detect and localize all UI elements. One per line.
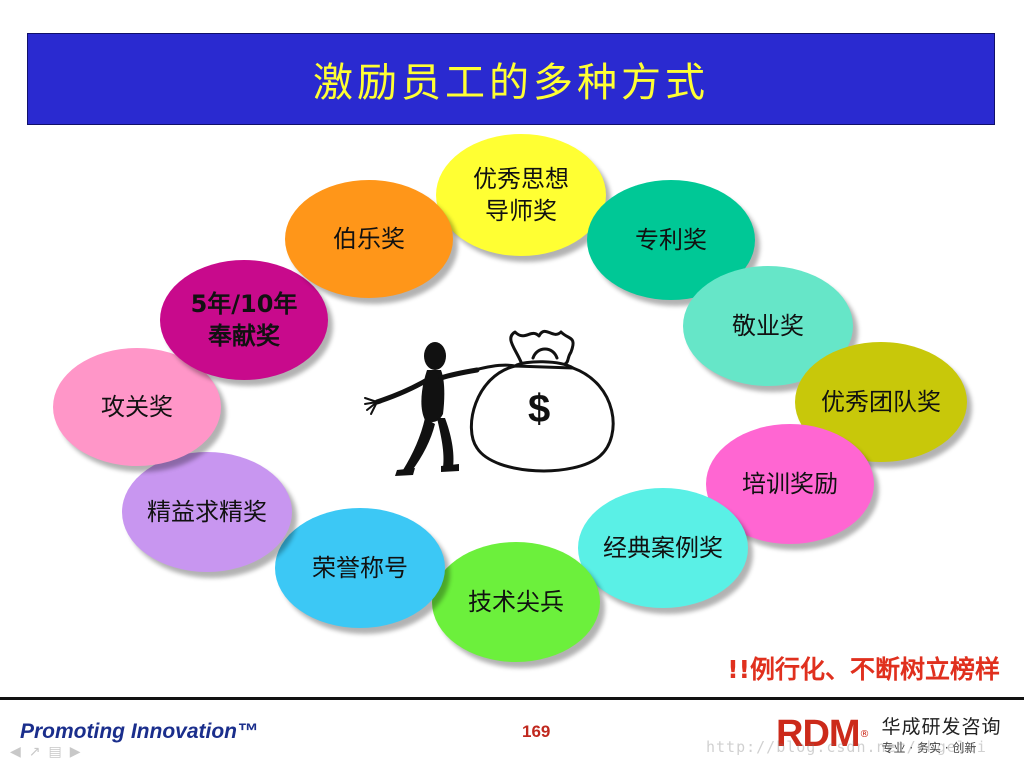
menu-icon[interactable]: ▤ [49, 744, 62, 760]
award-label: 精益求精奖 [147, 496, 267, 528]
award-ellipse-honor: 荣誉称号 [275, 508, 445, 628]
award-ellipse-service: 5年/10年 奉献奖 [160, 260, 328, 380]
award-ellipse-excellence: 精益求精奖 [122, 452, 292, 572]
pen-icon[interactable]: ↗ [29, 744, 41, 760]
slide-nav-controls: ◀ ↗ ▤ ▶ [10, 744, 81, 760]
award-label: 专利奖 [635, 224, 707, 256]
award-ellipse-talent-scout: 伯乐奖 [285, 180, 453, 298]
award-ellipse-case: 经典案例奖 [578, 488, 748, 608]
award-label: 优秀团队奖 [821, 386, 941, 418]
award-ellipse-mentor: 优秀思想 导师奖 [436, 134, 606, 256]
award-label: 经典案例奖 [603, 532, 723, 564]
stick-figure-money-bag-icon: $ [355, 318, 630, 483]
award-label: 技术尖兵 [468, 586, 564, 618]
award-label: 伯乐奖 [333, 223, 405, 255]
footer-slogan: Promoting Innovation™ [20, 720, 258, 744]
award-label: 优秀思想 导师奖 [473, 163, 569, 227]
previous-slide-icon[interactable]: ◀ [10, 744, 21, 760]
award-label: 5年/10年 奉献奖 [191, 288, 298, 352]
footer-divider [0, 697, 1024, 700]
dollar-sign: $ [528, 387, 550, 431]
next-slide-icon[interactable]: ▶ [70, 744, 81, 760]
tagline: !!例行化、不断树立榜样 [727, 650, 1000, 686]
slide-title: 激励员工的多种方式 [313, 50, 709, 108]
watermark: http://blog.csdn.net/zhgelei [706, 738, 987, 756]
logo-company-name: 华成研发咨询 [882, 712, 1002, 739]
page-number: 169 [522, 722, 550, 742]
award-label: 培训奖励 [742, 468, 838, 500]
award-label: 敬业奖 [732, 310, 804, 342]
title-bar: 激励员工的多种方式 [27, 33, 995, 125]
award-label: 攻关奖 [101, 391, 173, 423]
award-ellipse-tech: 技术尖兵 [432, 542, 600, 662]
award-label: 荣誉称号 [312, 552, 408, 584]
